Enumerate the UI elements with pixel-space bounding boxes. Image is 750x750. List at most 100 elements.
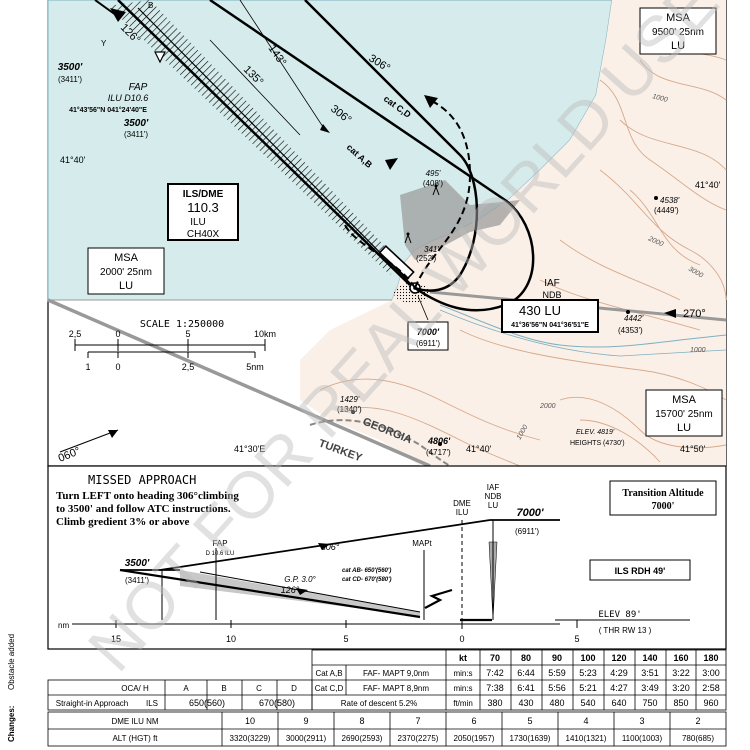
dme-label: DME ILU NM <box>111 717 158 726</box>
iaf-b: NDB <box>485 492 502 501</box>
obst-4449: (4449') <box>654 206 679 215</box>
spd-h2: 80 <box>521 653 531 663</box>
hgt-6911: (6911') <box>416 339 440 348</box>
ils-box <box>167 183 239 241</box>
axis-5-right: 5 <box>574 634 579 644</box>
msa-w-alt: 2000' 25nm <box>100 267 152 278</box>
ils-freq: 110.3 <box>187 200 219 215</box>
spd-r1-v4: 4:27 <box>610 683 628 693</box>
scale-nm-3: 2,5 <box>182 362 195 372</box>
oca-cd: 670(580) <box>259 698 295 708</box>
oca-h1: A <box>183 684 189 693</box>
rate-v7: 960 <box>703 698 718 708</box>
obst-1340: (1340') <box>337 405 362 414</box>
spd-r1-v2: 5:56 <box>548 683 566 693</box>
contour-label-1: 1000 <box>651 93 668 104</box>
spd-r0-v4: 4:29 <box>610 668 628 678</box>
profile-labels: MISSED APPROACH Turn LEFT onto heading 3… <box>56 473 704 644</box>
y-label: Y <box>101 39 107 48</box>
approach-light-area <box>394 283 430 303</box>
obst-341: 341' <box>424 245 439 254</box>
spd-r1-v5: 3:49 <box>641 683 659 693</box>
spd-h4: 100 <box>580 653 595 663</box>
side-changes: Changes: <box>7 706 16 742</box>
oca-h0: OCA/ H <box>121 684 149 693</box>
oca-label: Straight-in Approach <box>56 699 129 708</box>
scale-km-4: 10km <box>254 329 276 339</box>
profile-alt-7000: 7000' <box>516 507 543 519</box>
axis-10: 10 <box>226 634 236 644</box>
dme-nm-8: 2 <box>695 716 700 726</box>
tables: kt 70 80 90 100 120 140 160 180 Cat A,B … <box>47 649 727 747</box>
rate-v2: 480 <box>549 698 564 708</box>
rate-v6: 850 <box>673 698 688 708</box>
spd-r0-cat: Cat A,B <box>315 669 342 678</box>
alt-5: 1730(1639) <box>510 734 551 743</box>
axis-0: 0 <box>459 634 464 644</box>
alt-7000: 7000' <box>417 327 440 337</box>
spd-r1-v6: 3:20 <box>672 683 690 693</box>
missed-line-1: Turn LEFT onto heading 306°climbing <box>56 490 239 502</box>
spd-r0-desc: FAF- MAPT 9,0nm <box>363 669 429 678</box>
plan-view <box>47 0 727 468</box>
ils-rdh: ILS RDH 49' <box>615 566 666 576</box>
spd-r1-v7: 2:58 <box>702 683 720 693</box>
scale-nm-1: 1 <box>85 362 90 372</box>
profile-mapt: MAPt <box>412 539 432 548</box>
approach-sector <box>108 0 400 275</box>
lat-4140-w: 41°40' <box>60 155 86 165</box>
contour-lines <box>319 39 727 467</box>
alt-7000-box <box>407 321 449 351</box>
profile-elev: ELEV 89' <box>598 610 641 620</box>
contour-label-6: 1000 <box>690 347 706 354</box>
dme-nm-2: 8 <box>359 716 364 726</box>
scale-km-2: 0 <box>115 329 120 339</box>
rate-v1: 430 <box>518 698 533 708</box>
axis-15: 15 <box>111 634 121 644</box>
bearing-143-line <box>239 0 326 131</box>
mapt-cd: cat CD- 670'(580') <box>342 577 392 583</box>
hgt-3411-top: (3411') <box>58 75 82 84</box>
profile-course-306: 306° <box>321 542 340 552</box>
profile-fap-dme: D 10.6 ILU <box>206 551 235 557</box>
side-obstacle-note: Obstacle added <box>7 634 16 690</box>
dme-nm-6: 4 <box>583 716 588 726</box>
missed-arrow-head <box>424 95 438 108</box>
msa-w-fix: LU <box>119 280 133 292</box>
spd-r1-unit: min:s <box>453 684 472 693</box>
msa-ne-label: MSA <box>666 12 691 24</box>
missed-title: MISSED APPROACH <box>88 473 196 487</box>
scale-km-1: 2,5 <box>69 329 82 339</box>
obstacle-symbols <box>351 184 658 446</box>
b-label: B <box>148 1 153 10</box>
ils-channel: CH40X <box>187 229 220 240</box>
rate-label: Rate of descent 5.2% <box>341 699 418 708</box>
iaf-c: LU <box>488 501 498 510</box>
msa-w-label: MSA <box>114 252 139 264</box>
final-course-line <box>117 0 411 286</box>
axis-nm: nm <box>58 621 69 630</box>
msa-se-alt: 15700' 25nm <box>655 409 713 420</box>
course-270: 270° <box>683 308 706 320</box>
obst-252: (252') <box>416 254 437 263</box>
msa-se-box <box>645 389 723 437</box>
spd-r1-v1: 6:41 <box>517 683 535 693</box>
scale-title: SCALE 1:250000 <box>140 319 224 330</box>
spd-r1-cat: Cat C,D <box>315 684 344 693</box>
ndb-freq: 430 LU <box>519 303 561 318</box>
fap-label: FAP <box>129 82 148 93</box>
spd-r0-v6: 3:22 <box>672 668 690 678</box>
rate-v5: 750 <box>642 698 657 708</box>
spd-h1: 70 <box>490 653 500 663</box>
dme-nm-3: 7 <box>415 716 420 726</box>
river-2 <box>439 309 727 357</box>
oca-ab: 650(560) <box>189 698 225 708</box>
fap-triangle <box>154 51 166 64</box>
rate-v3: 540 <box>580 698 595 708</box>
spd-r1-v0: 7:38 <box>486 683 504 693</box>
iaf-label: IAF <box>544 278 560 289</box>
obst-4353: (4353') <box>618 326 643 335</box>
alt-2: 2690(2593) <box>342 734 383 743</box>
oca-h3: C <box>256 684 262 693</box>
